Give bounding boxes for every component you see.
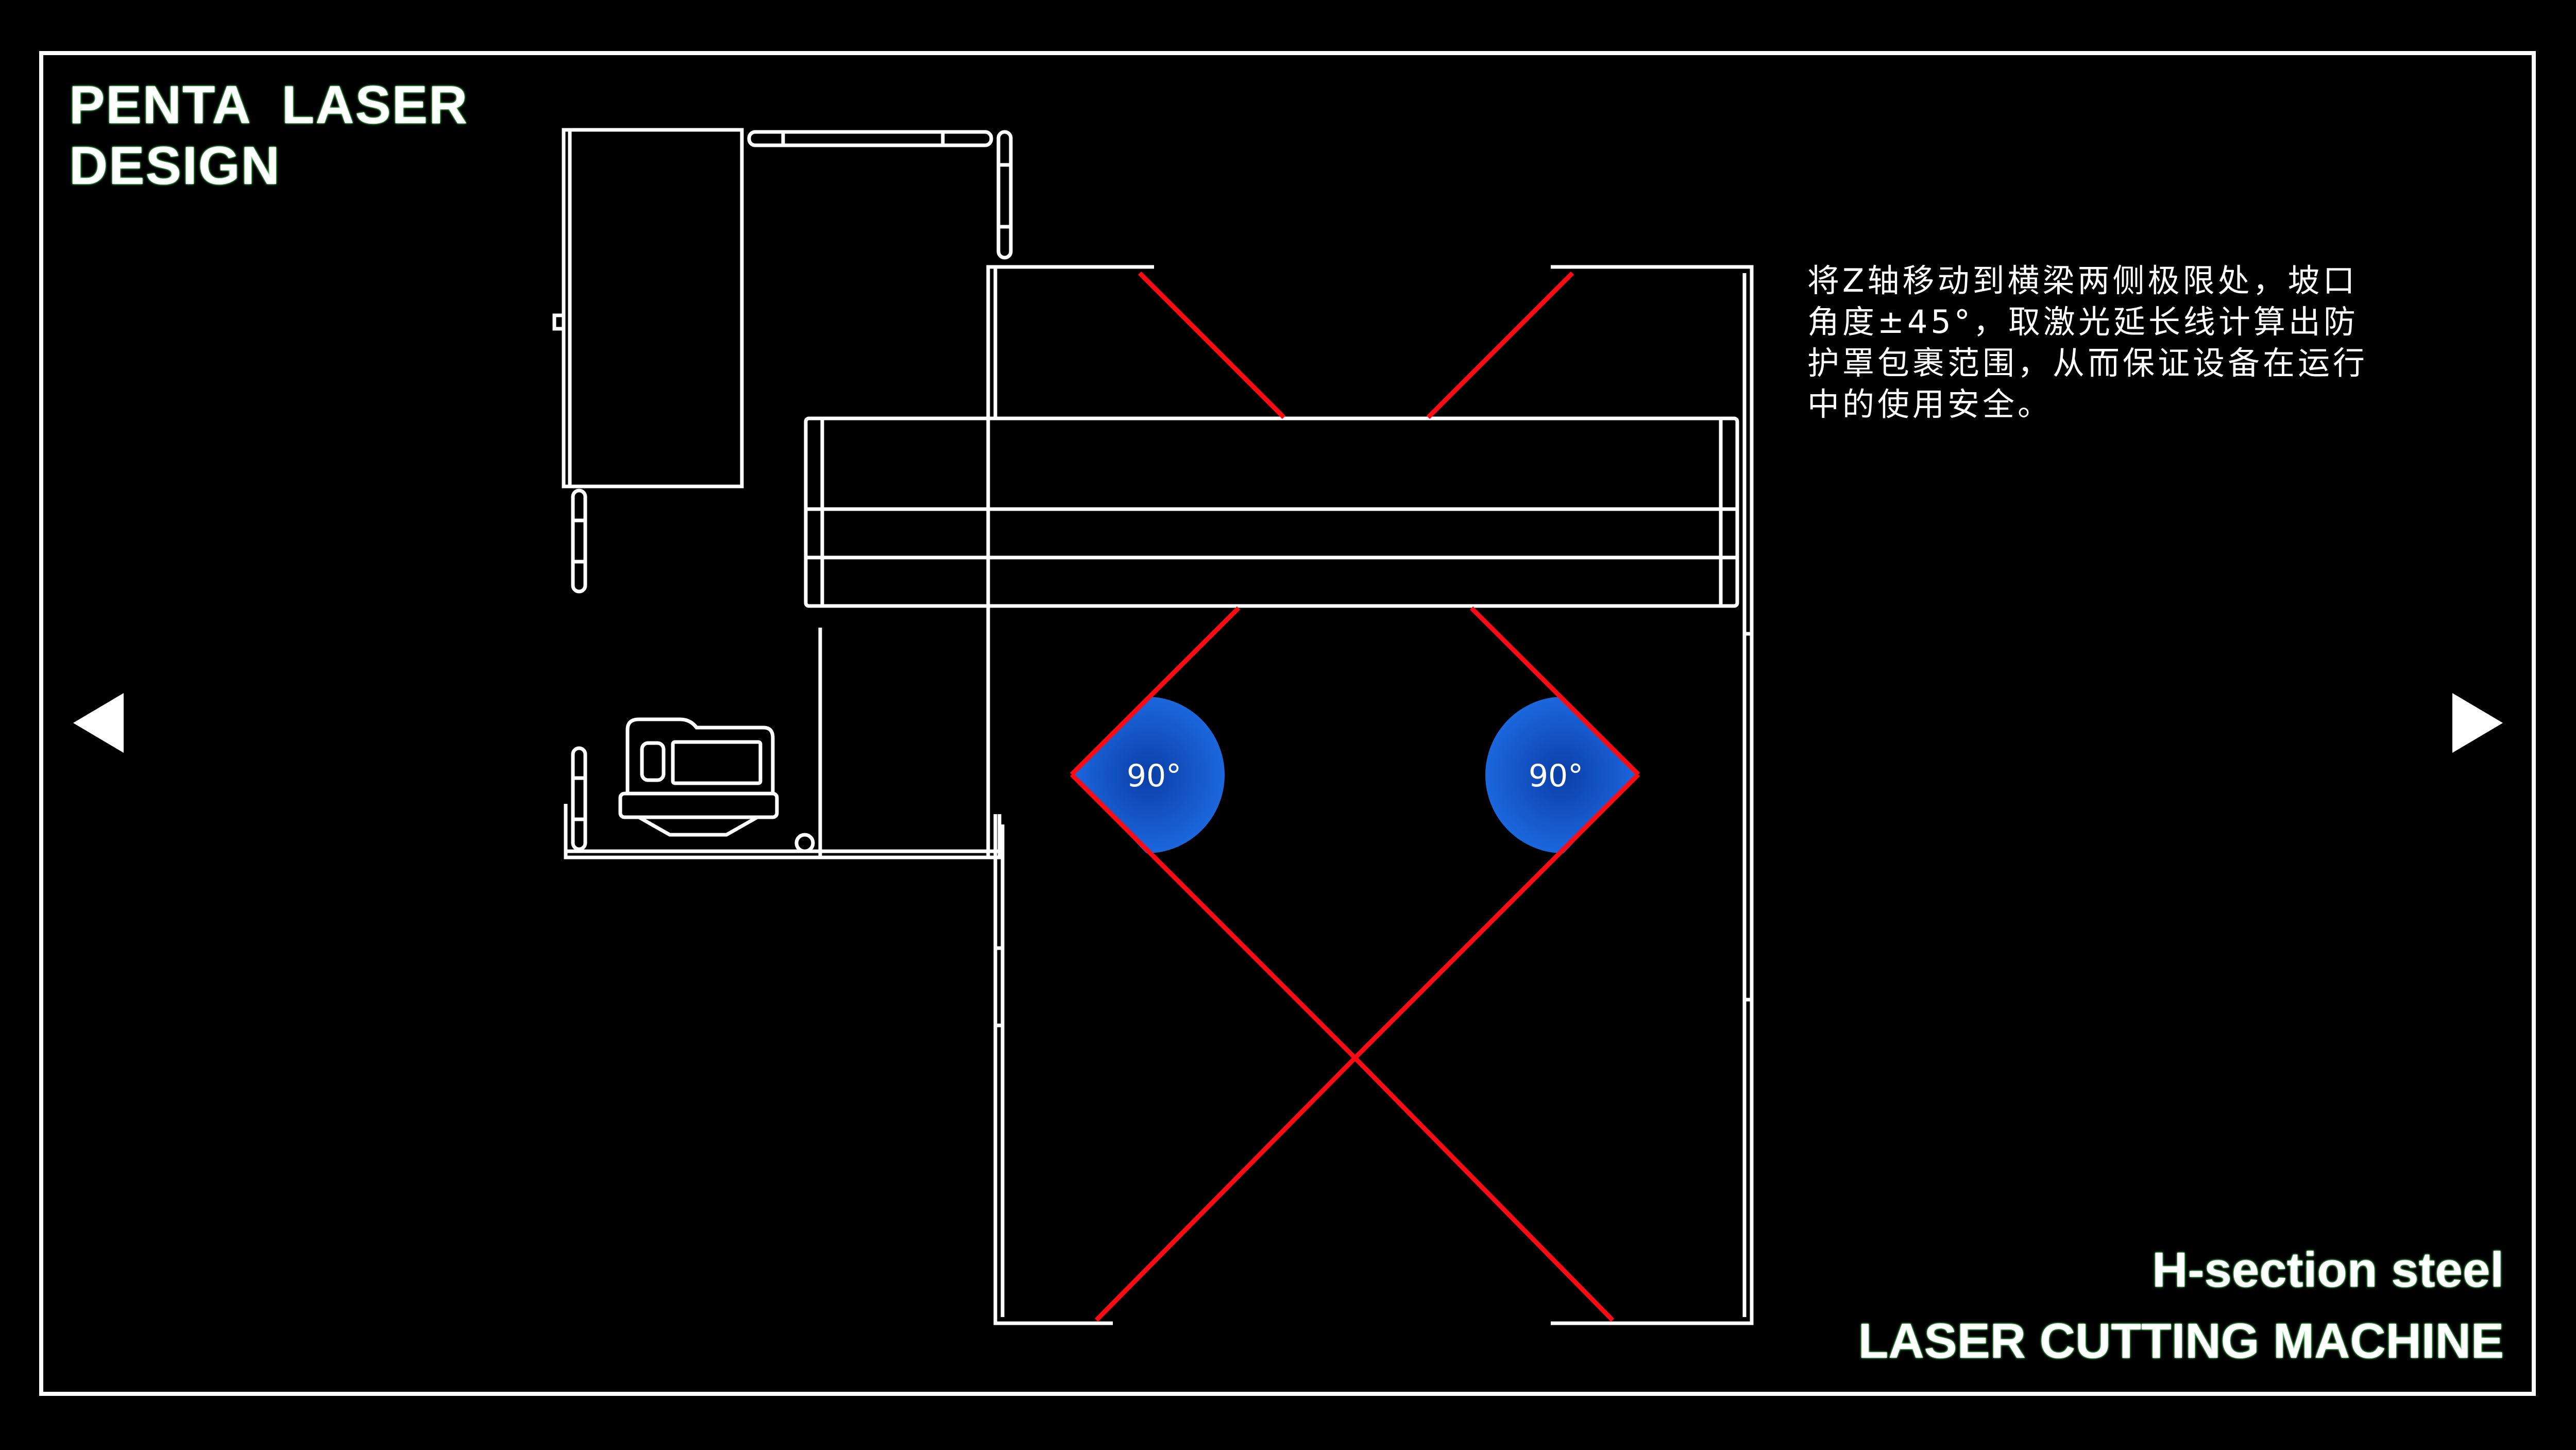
caption-product-type: H-section steel [2152,1242,2504,1297]
next-arrow-icon[interactable] [2452,693,2503,753]
brand-line-2: DESIGN [69,136,281,196]
controller-console [618,717,779,837]
protective-enclosure [986,265,1754,1325]
operator-platform [564,628,1002,859]
crossbeam [804,416,1739,608]
brand-title: PENTA LASER DESIGN [69,75,468,196]
side-door-panel [571,488,587,851]
left-angle-label: 90° [1127,758,1181,794]
laser-lines [1070,271,1640,1322]
previous-arrow-icon[interactable] [73,693,124,753]
frame-border [39,51,2536,1396]
control-cabinet [552,128,744,488]
top-door-panel [747,130,1013,260]
description-text: 将Z轴移动到横梁两侧极限处，坡口角度±45°，取激光延长线计算出防护罩包裹范围，… [1807,262,2368,423]
caption-machine-name: LASER CUTTING MACHINE [1858,1313,2504,1369]
brand-line-1: PENTA LASER [69,75,469,135]
right-angle-label: 90° [1529,758,1583,794]
